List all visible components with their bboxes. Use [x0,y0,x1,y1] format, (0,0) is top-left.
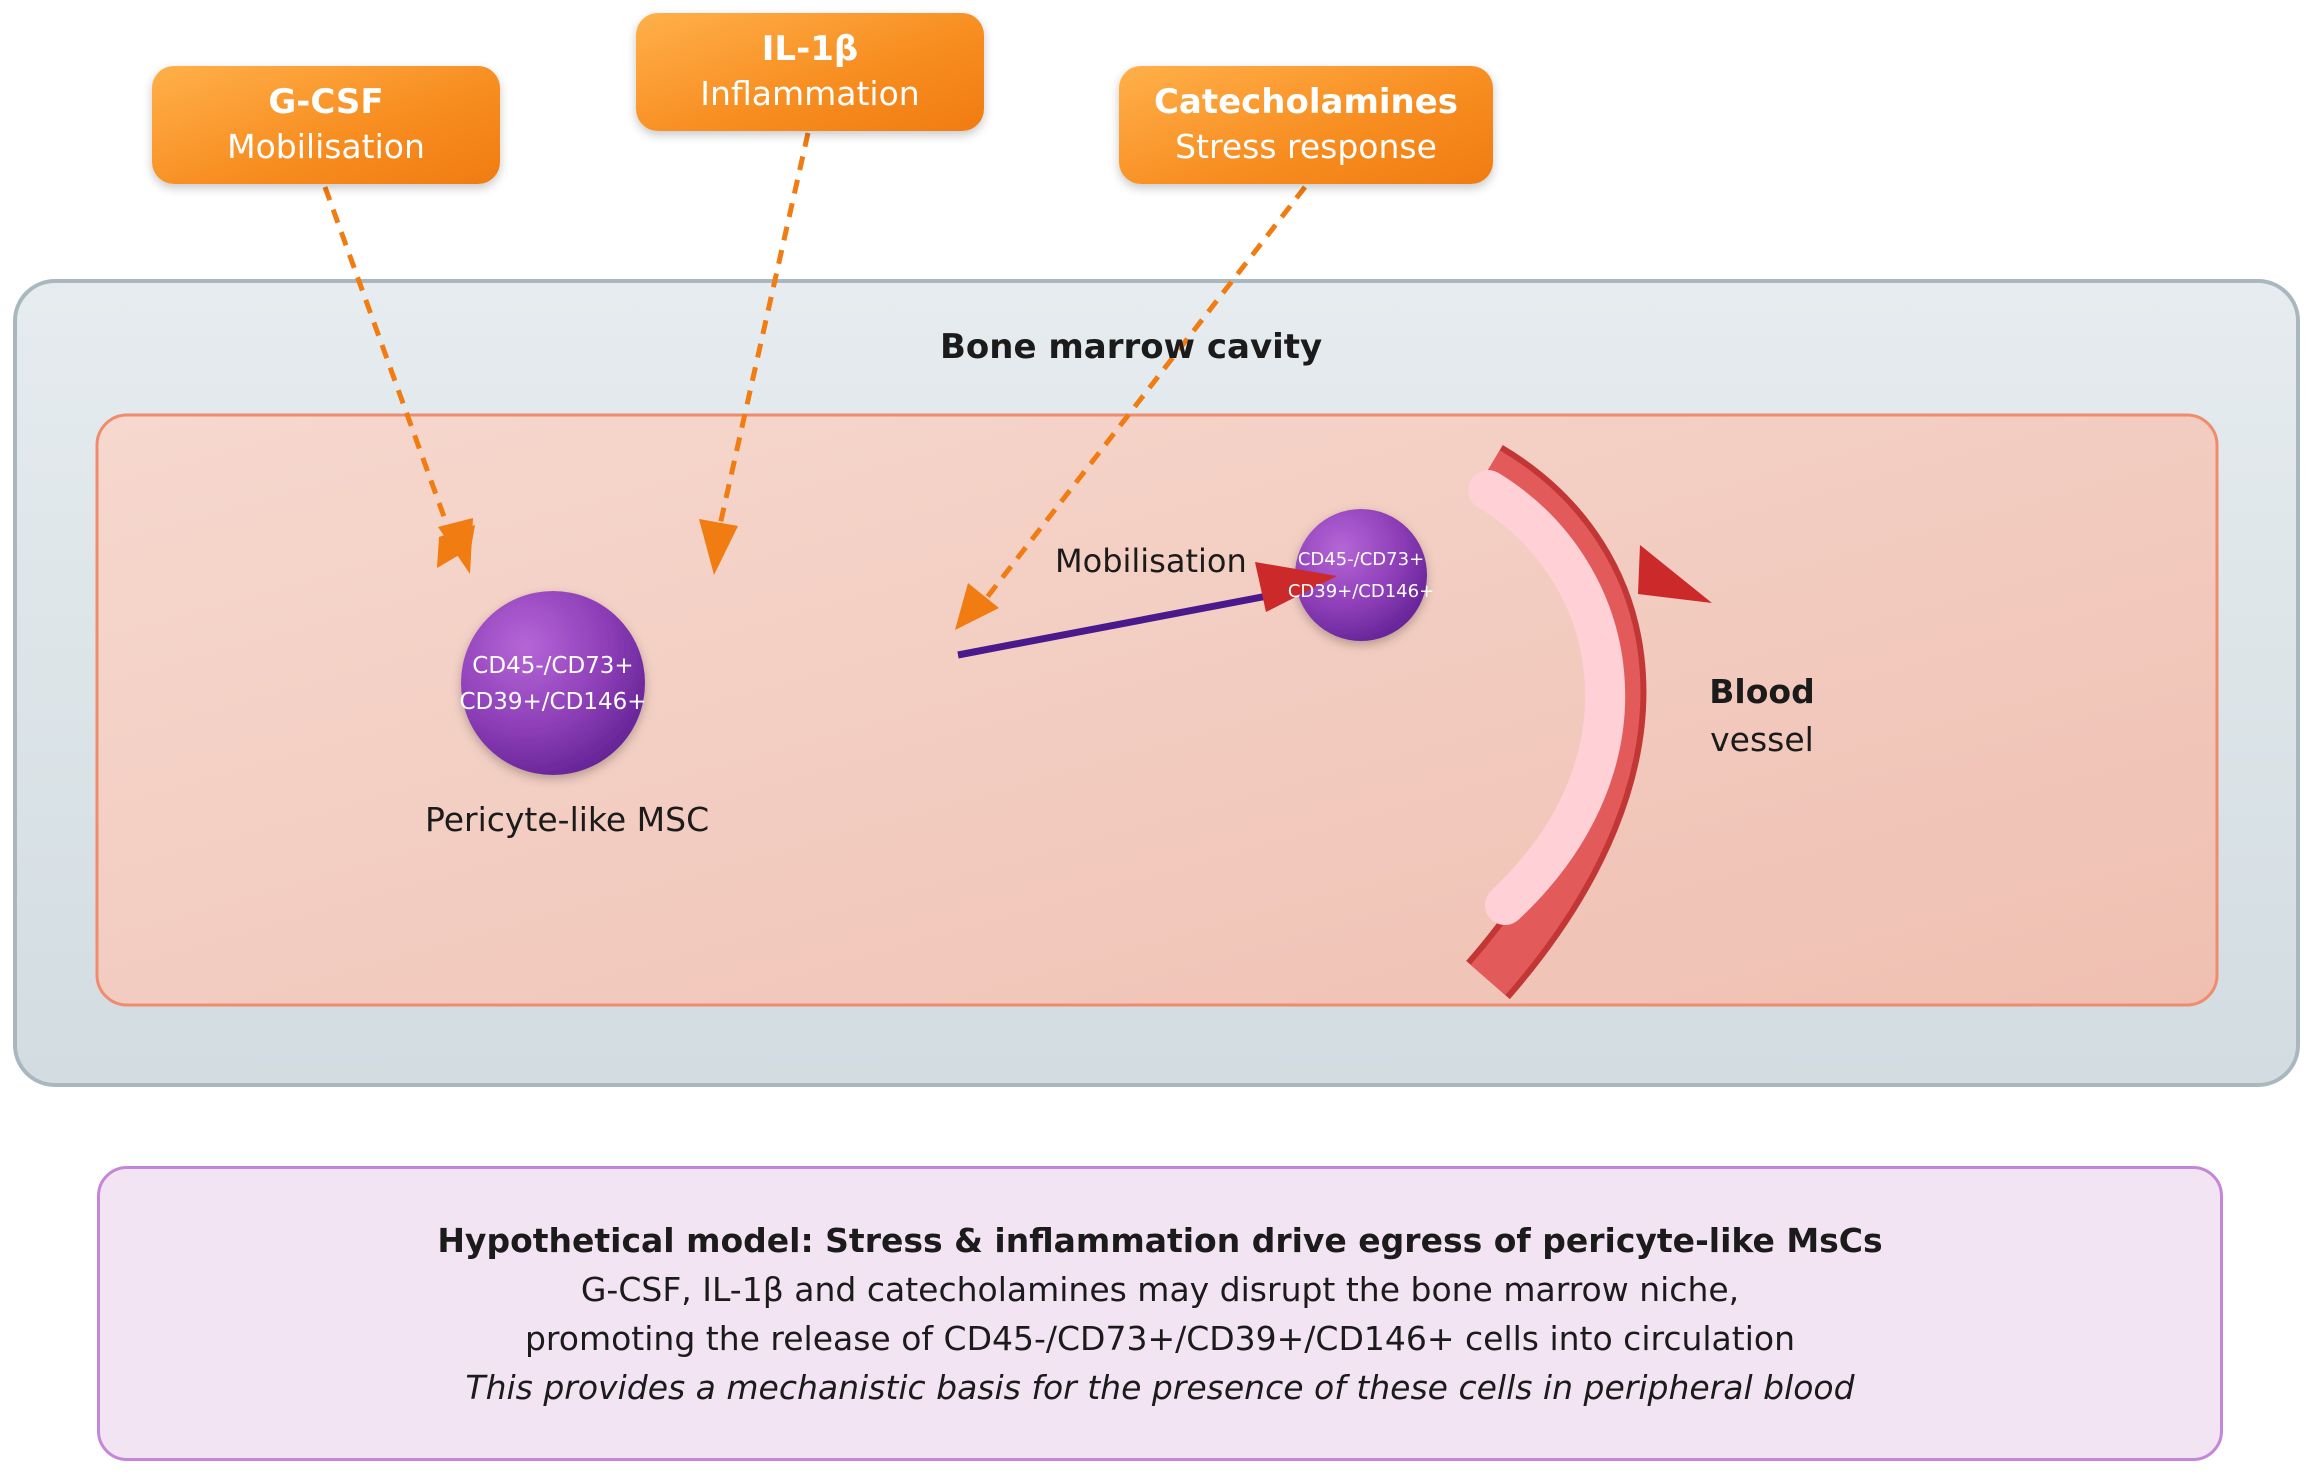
factor-il1b: IL-1β Inflammation [636,13,984,131]
factor-catecholamines-name: Catecholamines [1153,82,1459,122]
vessel-label-line1: Blood [1709,672,1815,711]
msc-marker-line2: CD39+/CD146+ [459,689,647,715]
vessel-flow-arrow-head [1638,545,1712,603]
marrow-niche [95,413,2219,1007]
il1b-dashed-arrow [699,132,811,575]
factor-catecholamines-role: Stress response [1175,127,1437,166]
mobilised-marker-line1: CD45-/CD73+ [1297,549,1425,570]
factor-il1b-role: Inflammation [700,74,920,113]
msc-markers: CD45-/CD73+ CD39+/CD146+ [453,648,653,720]
msc-caption: Pericyte-like MSC [425,800,710,839]
gcsf-dashed-arrow [322,186,475,574]
vessel-label-line2: vessel [1710,720,1814,759]
factor-gcsf: G-CSF Mobilisation [152,66,500,184]
catecholamines-dashed-arrow [955,185,1307,630]
summary-line3: This provides a mechanistic basis for th… [465,1367,1855,1407]
msc-marker-line1: CD45-/CD73+ [472,653,634,679]
mobilised-markers: CD45-/CD73+ CD39+/CD146+ [1281,544,1441,608]
factor-il1b-name: IL-1β [761,29,859,69]
summary-line1: G-CSF, IL-1β and catecholamines may disr… [580,1269,1740,1309]
mobilised-cell [1295,509,1427,641]
summary-title: Hypothetical model: Stress & inflammatio… [437,1220,1883,1260]
factor-gcsf-role: Mobilisation [227,127,425,166]
factor-gcsf-name: G-CSF [268,82,384,122]
pericyte-msc-cell [461,591,645,775]
summary-box: Hypothetical model: Stress & inflammatio… [97,1166,2223,1461]
factor-catecholamines: Catecholamines Stress response [1119,66,1493,184]
mobilisation-arrow-head [1255,562,1337,612]
mobilisation-label: Mobilisation [1055,542,1247,580]
vessel-label: Blood vessel [1700,668,1824,764]
blood-vessel [1466,445,1712,1000]
mobilised-marker-line2: CD39+/CD146+ [1287,581,1435,602]
cavity-title: Bone marrow cavity [940,327,1323,367]
summary-line2: promoting the release of CD45-/CD73+/CD3… [524,1318,1795,1358]
